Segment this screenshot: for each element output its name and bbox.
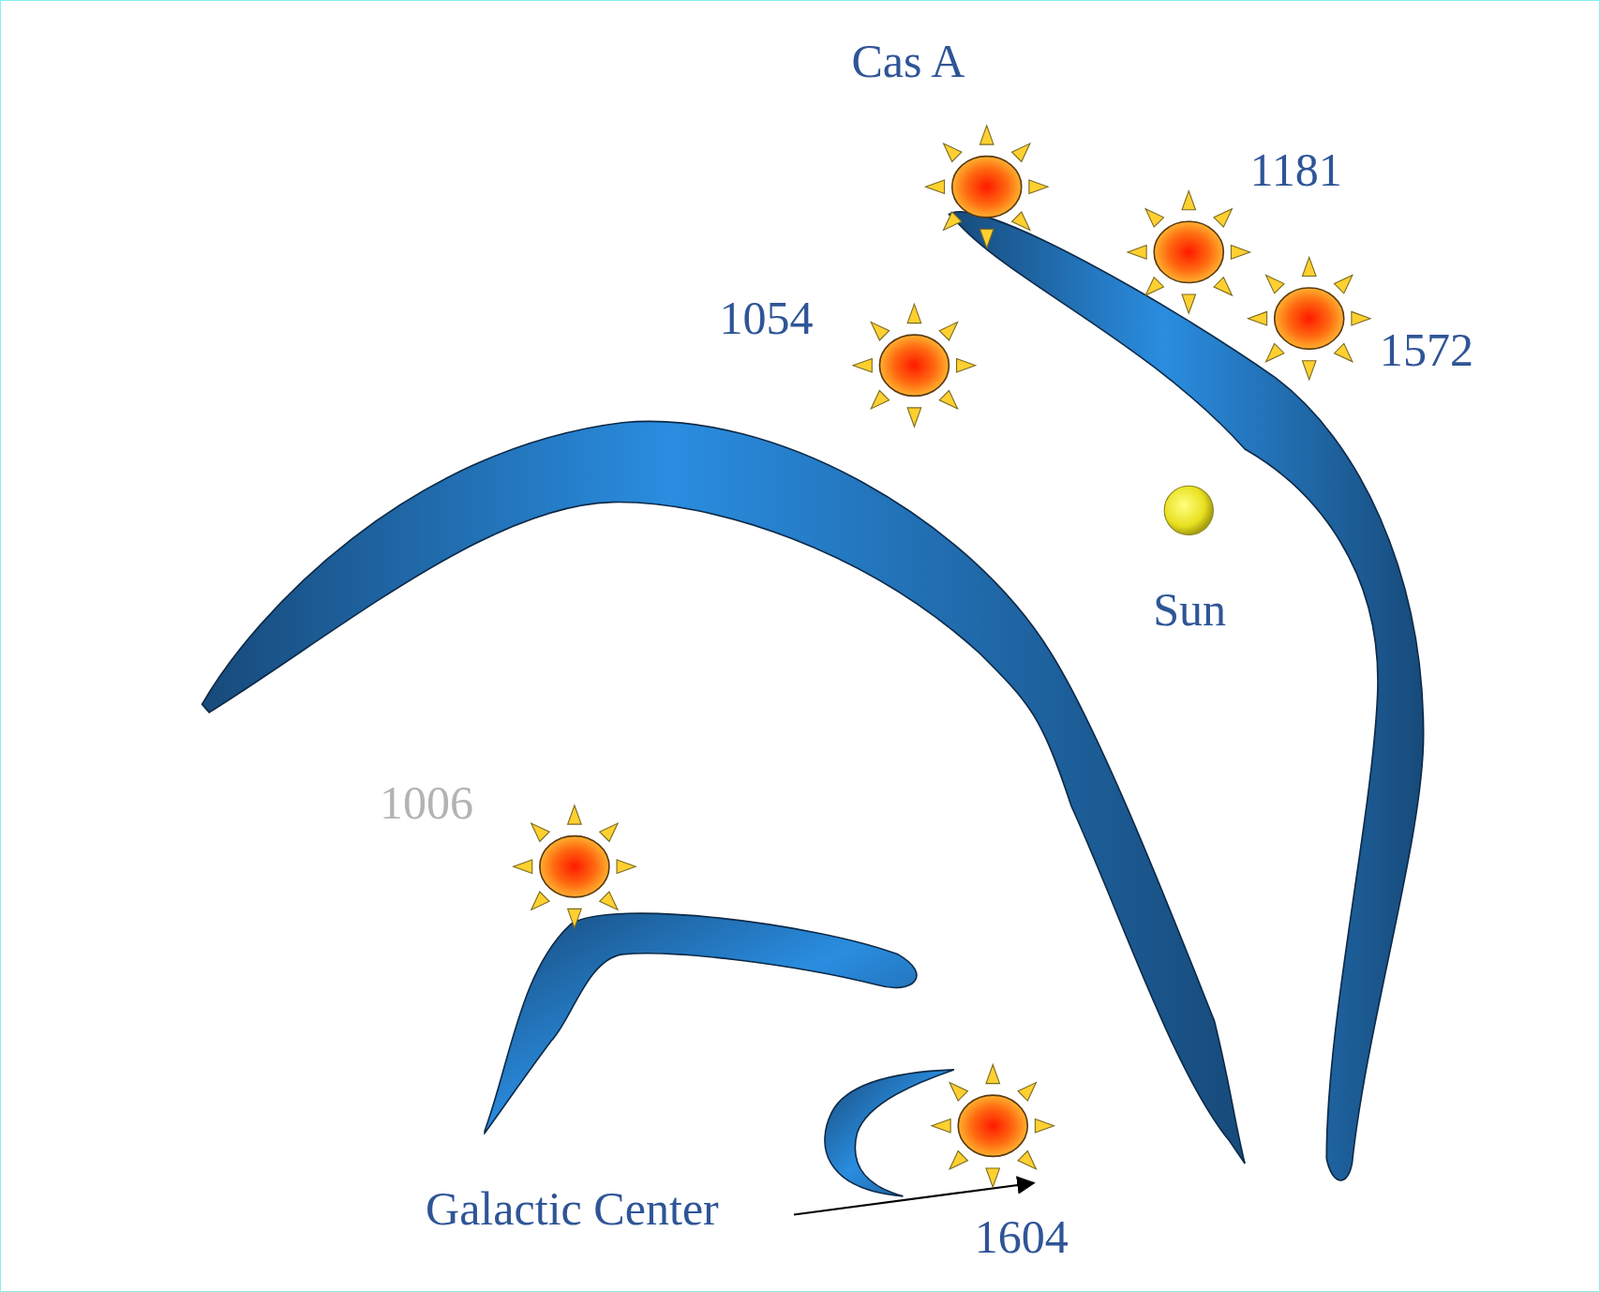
star-ray (1017, 1082, 1036, 1101)
remnant-label: 1604 (974, 1211, 1069, 1263)
star-ray (1127, 245, 1147, 260)
star-ray (1334, 343, 1353, 361)
remnant-label: 1006 (379, 777, 474, 829)
supernova-symbol (852, 303, 976, 427)
star-ray (1017, 1151, 1036, 1169)
star-ray (1301, 256, 1316, 276)
supernova-symbol (925, 125, 1048, 249)
star-ray (939, 390, 958, 409)
star-ray (1034, 1118, 1054, 1133)
sun-label: Sun (1152, 583, 1227, 636)
star-disc (1274, 287, 1345, 349)
star-ray (870, 322, 889, 341)
star-ray (599, 891, 618, 910)
star-ray (616, 859, 636, 874)
star-ray (1011, 211, 1030, 230)
star-ray (852, 358, 872, 373)
star-disc (539, 836, 610, 898)
star-ray (1181, 294, 1197, 314)
star-ray (1213, 277, 1232, 296)
star-ray (1029, 179, 1048, 195)
star-ray (1301, 360, 1316, 380)
spiral-arm (202, 420, 1246, 1164)
star-ray (1247, 311, 1267, 326)
supernova-symbol (1127, 191, 1251, 315)
star-ray (939, 322, 958, 341)
star-ray (907, 407, 922, 427)
star-disc (879, 334, 949, 396)
star-ray (943, 211, 962, 230)
star-ray (1266, 274, 1285, 293)
star-ray (1351, 311, 1371, 326)
sun-symbol (1164, 485, 1213, 535)
supernova-symbol (931, 1063, 1055, 1187)
remnant-label: 1181 (1250, 144, 1343, 196)
star-ray (949, 1082, 968, 1101)
star-ray (931, 1118, 951, 1133)
star-ray (943, 143, 962, 162)
star-ray (1145, 277, 1164, 296)
star-ray (531, 891, 550, 910)
star-ray (979, 125, 994, 145)
star-ray (1230, 245, 1250, 260)
star-disc (957, 1094, 1028, 1156)
star-ray (957, 358, 976, 373)
star-ray (1213, 209, 1232, 227)
star-ray (1181, 191, 1197, 210)
star-ray (568, 805, 583, 824)
star-ray (1145, 209, 1164, 227)
star-ray (986, 1063, 1001, 1083)
supernova-symbol (513, 805, 637, 928)
remnant-label: 1572 (1379, 324, 1474, 376)
star-ray (568, 908, 583, 928)
supernova-symbol (1247, 256, 1371, 380)
remnant-label: Cas A (851, 35, 965, 88)
star-ray (870, 390, 889, 409)
star-disc (1153, 221, 1224, 283)
star-ray (907, 303, 922, 323)
star-disc (952, 156, 1022, 218)
star-ray (925, 179, 944, 195)
star-ray (979, 228, 994, 248)
remnant-label: 1054 (718, 292, 813, 344)
star-ray (1266, 343, 1285, 361)
star-ray (599, 822, 618, 841)
spiral-arm (824, 1069, 955, 1197)
star-ray (949, 1151, 968, 1169)
star-ray (1011, 143, 1030, 162)
star-ray (531, 822, 550, 841)
star-ray (513, 859, 533, 874)
leader-arrow (793, 1182, 1034, 1215)
star-ray (1334, 274, 1353, 293)
star-ray (986, 1167, 1001, 1187)
center-label: Galactic Center (425, 1183, 719, 1236)
